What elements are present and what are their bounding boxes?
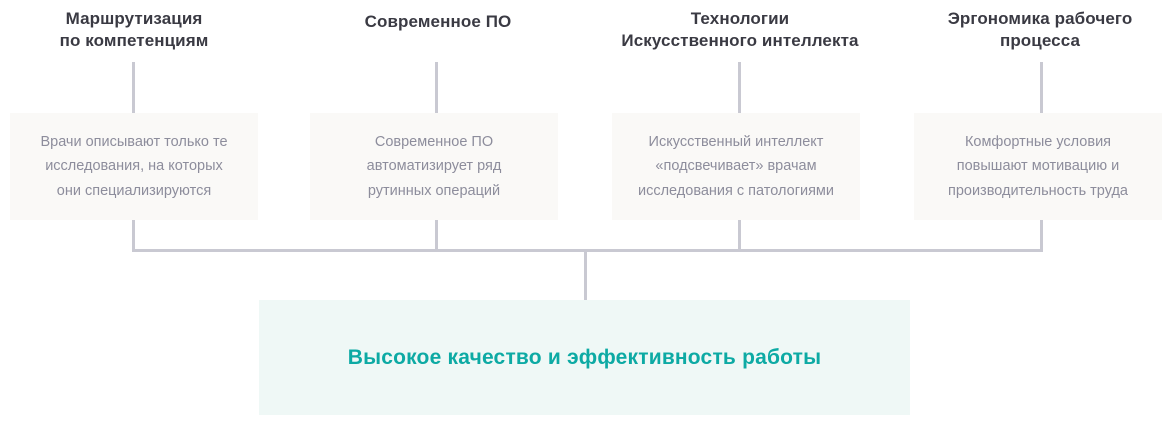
content-line: автоматизирует ряд bbox=[366, 158, 502, 175]
content-line: повышают мотивацию и bbox=[956, 158, 1120, 175]
connector-bus-to-result bbox=[584, 249, 587, 301]
content-line: Искусственный интеллект bbox=[648, 134, 824, 151]
column-header-ai-line2: Искусственного интеллекта bbox=[621, 31, 859, 51]
content-line: «подсвечивает» врачам bbox=[655, 158, 817, 175]
column-header-ergonomics-line1: Эргономика рабочего bbox=[947, 9, 1133, 28]
content-box-routing: Врачи описывают только те исследования, … bbox=[10, 113, 258, 220]
result-banner: Высокое качество и эффективность работы bbox=[259, 300, 910, 415]
content-line: рутинных операций bbox=[367, 182, 501, 199]
column-header-ergonomics-line2: процесса bbox=[999, 31, 1081, 51]
content-box-routing-text: Врачи описывают только те исследования, … bbox=[40, 130, 227, 202]
column-header-software-line1: Современное ПО bbox=[364, 12, 512, 31]
content-line: исследования с патологиями bbox=[637, 182, 835, 199]
connector-drop-ai bbox=[738, 220, 741, 252]
column-header-ergonomics: Эргономика рабочего процесса bbox=[912, 8, 1168, 53]
content-box-software-text: Современное ПО автоматизирует ряд рутинн… bbox=[367, 130, 502, 202]
content-box-ai: Искусственный интеллект «подсвечивает» в… bbox=[612, 113, 860, 220]
connector-tick-routing bbox=[132, 62, 135, 113]
column-header-software: Современное ПО bbox=[310, 11, 566, 33]
content-box-ergonomics-text: Комфортные условия повышают мотивацию и … bbox=[948, 130, 1128, 202]
column-header-ai: Технологии Искусственного интеллекта bbox=[592, 8, 888, 53]
content-box-ai-text: Искусственный интеллект «подсвечивает» в… bbox=[638, 130, 834, 202]
connector-drop-routing bbox=[132, 220, 135, 252]
connector-drop-ergonomics bbox=[1040, 220, 1043, 252]
content-line: Комфортные условия bbox=[964, 134, 1112, 151]
connector-tick-ai bbox=[738, 62, 741, 113]
connector-tick-software bbox=[435, 62, 438, 113]
result-banner-label: Высокое качество и эффективность работы bbox=[347, 345, 822, 369]
column-header-routing-line1: Маршрутизация bbox=[65, 9, 203, 28]
column-header-routing-line2: по компетенциям bbox=[59, 31, 209, 51]
column-header-ai-line1: Технологии bbox=[690, 9, 790, 28]
content-line: исследования, на которых bbox=[45, 158, 223, 175]
content-box-software: Современное ПО автоматизирует ряд рутинн… bbox=[310, 113, 558, 220]
column-header-routing: Маршрутизация по компетенциям bbox=[6, 8, 262, 53]
connector-drop-software bbox=[435, 220, 438, 252]
connector-tick-ergonomics bbox=[1040, 62, 1043, 113]
connector-bus-horizontal bbox=[132, 249, 1043, 252]
content-line: Современное ПО bbox=[374, 134, 494, 151]
content-line: производительность труда bbox=[947, 182, 1129, 199]
content-line: они специализируются bbox=[56, 182, 212, 199]
content-box-ergonomics: Комфортные условия повышают мотивацию и … bbox=[914, 113, 1162, 220]
content-line: Врачи описывают только те bbox=[40, 134, 228, 151]
